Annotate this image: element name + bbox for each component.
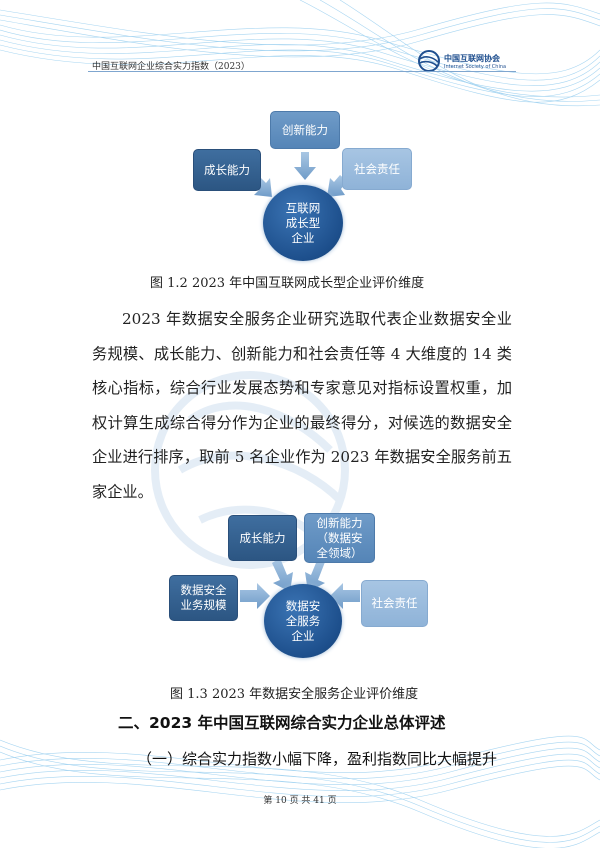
node-innovation-security: 创新能力 （数据安 全领域） (304, 513, 375, 563)
node-line: 全领域） (316, 545, 363, 560)
running-header-title: 中国互联网企业综合实力指数（2023） (92, 62, 250, 72)
arrow-growth (272, 558, 293, 592)
center-line: 成长型 (285, 215, 321, 230)
node-innovation: 创新能力 (270, 111, 340, 149)
arrow-scale (240, 583, 270, 609)
center-growth-enterprise: 互联网 成长型 企业 (263, 185, 343, 261)
arrow-social (330, 583, 360, 609)
node-line: 业务规模 (180, 598, 227, 612)
center-line: 全服务 (285, 613, 321, 628)
figure2-arrows (240, 558, 360, 609)
subsection-heading: （一）综合实力指数小幅下降，盈利指数同比大幅提升 (137, 750, 498, 768)
node-line: 创新能力 (316, 515, 363, 530)
figure1-caption: 图 1.2 2023 年中国互联网成长型企业评价维度 (150, 276, 425, 291)
node-business-scale: 数据安全 业务规模 (169, 575, 238, 621)
footer-wave-decoration (0, 735, 600, 848)
node-social-responsibility: 社会责任 (342, 148, 412, 190)
logo-chinese-name: 中国互联网协会 (444, 53, 500, 63)
node-social-responsibility-2: 社会责任 (361, 580, 428, 627)
arrow-top-down (294, 152, 316, 180)
center-line: 企业 (291, 628, 315, 643)
node-line: （数据安 (316, 530, 363, 545)
center-data-security-enterprise: 数据安 全服务 企业 (264, 584, 342, 658)
node-line: 数据安全 (180, 583, 227, 597)
section-heading: 二、2023 年中国互联网综合实力企业总体评述 (118, 714, 446, 732)
center-line: 企业 (291, 230, 315, 245)
figure2-caption: 图 1.3 2023 年数据安全服务企业评价维度 (170, 687, 419, 702)
page-number: 第 10 页 共 41 页 (263, 796, 337, 806)
center-line: 互联网 (285, 200, 321, 215)
arrow-innovation (305, 558, 325, 592)
header-wave-decoration (0, 0, 600, 107)
center-line: 数据安 (285, 598, 321, 613)
header-rule (88, 71, 516, 72)
body-paragraph: 2023 年数据安全服务企业研究选取代表企业数据安全业务规模、成长能力、创新能力… (92, 310, 512, 501)
node-growth: 成长能力 (193, 149, 261, 191)
node-growth-2: 成长能力 (228, 515, 297, 561)
logo-english-name: Internet Society of China (444, 63, 507, 70)
